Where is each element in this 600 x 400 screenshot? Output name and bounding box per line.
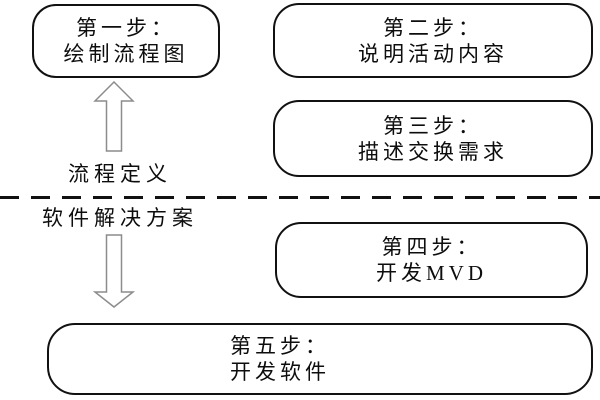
up-arrow-icon xyxy=(93,81,135,152)
software-solution-label: 软件解决方案 xyxy=(42,206,198,230)
step1-box: 第一步： 绘制流程图 xyxy=(32,4,220,78)
step5-box: 第五步： 开发软件 xyxy=(47,323,593,395)
step3-box: 第三步： 描述交换需求 xyxy=(273,100,593,177)
step2-title: 第二步： xyxy=(383,15,483,40)
step3-desc: 描述交换需求 xyxy=(358,139,508,164)
step1-desc: 绘制流程图 xyxy=(63,42,189,66)
step1-title: 第一步： xyxy=(76,16,176,40)
down-arrow-icon xyxy=(93,234,135,308)
step4-desc: 开发MVD xyxy=(375,261,487,285)
process-definition-label: 流程定义 xyxy=(68,162,172,186)
step2-box: 第二步： 说明活动内容 xyxy=(273,3,593,78)
step5-title: 第五步： xyxy=(230,334,330,358)
step5-desc: 开发软件 xyxy=(230,360,330,384)
step4-title: 第四步： xyxy=(381,235,482,259)
step3-title: 第三步： xyxy=(383,113,483,138)
step2-desc: 说明活动内容 xyxy=(358,41,508,66)
dashed-divider-line xyxy=(0,196,600,199)
step4-box: 第四步： 开发MVD xyxy=(275,222,588,298)
